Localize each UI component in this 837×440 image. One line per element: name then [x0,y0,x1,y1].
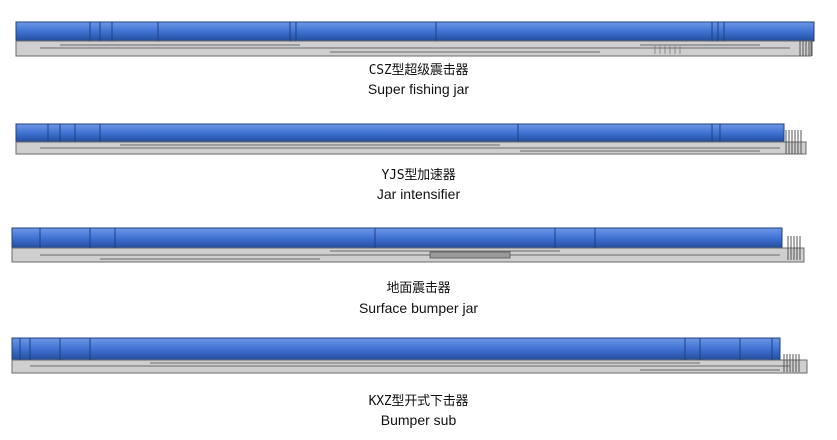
tool-label-zh: CSZ型超级震击器 [368,63,469,78]
tool-body [11,227,783,249]
thread-icon [799,40,813,56]
surface-bumper-jar-drawing [11,227,805,263]
tool-body [15,21,815,42]
tool-label-en: Surface bumper jar [358,300,479,316]
tool-label-en: Super fishing jar [367,81,470,97]
tool-body [15,123,785,143]
tool-label-en: Bumper sub [380,412,457,428]
tool-label-en: Jar intensifier [376,186,461,202]
tool-body [11,337,781,361]
thread-icon [787,236,801,260]
jar-intensifier-drawing [15,123,807,155]
tool-label-zh: 地面震击器 [386,281,451,296]
bumper-sub-drawing [11,337,808,374]
thread-icon [785,130,802,154]
super-fishing-jar-drawing [15,21,815,57]
tool-label-zh: YJS型加速器 [381,168,456,183]
thread-icon [783,354,800,372]
tool-label-zh: KXZ型开式下击器 [368,394,469,409]
